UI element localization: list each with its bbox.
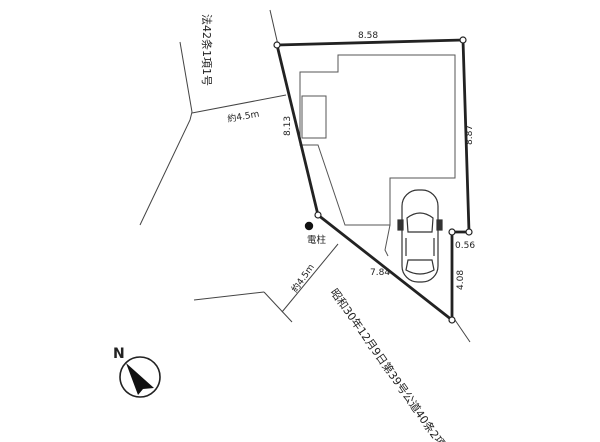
dimension-right-lower: 4.08 — [456, 270, 466, 290]
north-arrow: N — [113, 346, 161, 398]
road-line-upper-left — [179, 41, 193, 113]
dimension-bottom: 7.84 — [370, 268, 390, 278]
north-arrow-needle — [126, 363, 154, 395]
road-line-left-diagonal — [139, 111, 193, 226]
driveway-edge — [384, 224, 391, 257]
road-line-upper-right — [269, 9, 279, 46]
south-road-name: 昭和30年12月9日第39号公道40条2項 — [328, 286, 449, 442]
utility-pole-marker — [304, 221, 314, 231]
road-line-lower-left — [193, 291, 265, 301]
north-road-name: 法42条1項1号 — [200, 14, 214, 86]
parked-car-icon — [397, 189, 443, 283]
road-boundaries — [139, 9, 471, 343]
road-line-lower-diagonal — [263, 291, 293, 323]
dimension-left: 8.13 — [283, 116, 293, 136]
dimension-right: 8.87 — [465, 125, 475, 145]
north-road-width: 約4.5m — [226, 108, 260, 125]
dimension-top: 8.58 — [358, 31, 378, 41]
north-road-width-line — [191, 94, 287, 114]
building-annex — [301, 95, 327, 139]
road-line-lower-right — [454, 319, 471, 343]
building-wall — [299, 54, 456, 226]
utility-pole-label: 電柱 — [307, 234, 327, 246]
dimension-notch: 0.56 — [455, 241, 475, 251]
south-road-width-line — [281, 243, 339, 313]
parcel-corners — [273, 36, 473, 324]
south-road-width: 約4.5m — [289, 262, 317, 295]
north-arrow-label: N — [113, 346, 125, 362]
building-outline — [299, 54, 456, 257]
